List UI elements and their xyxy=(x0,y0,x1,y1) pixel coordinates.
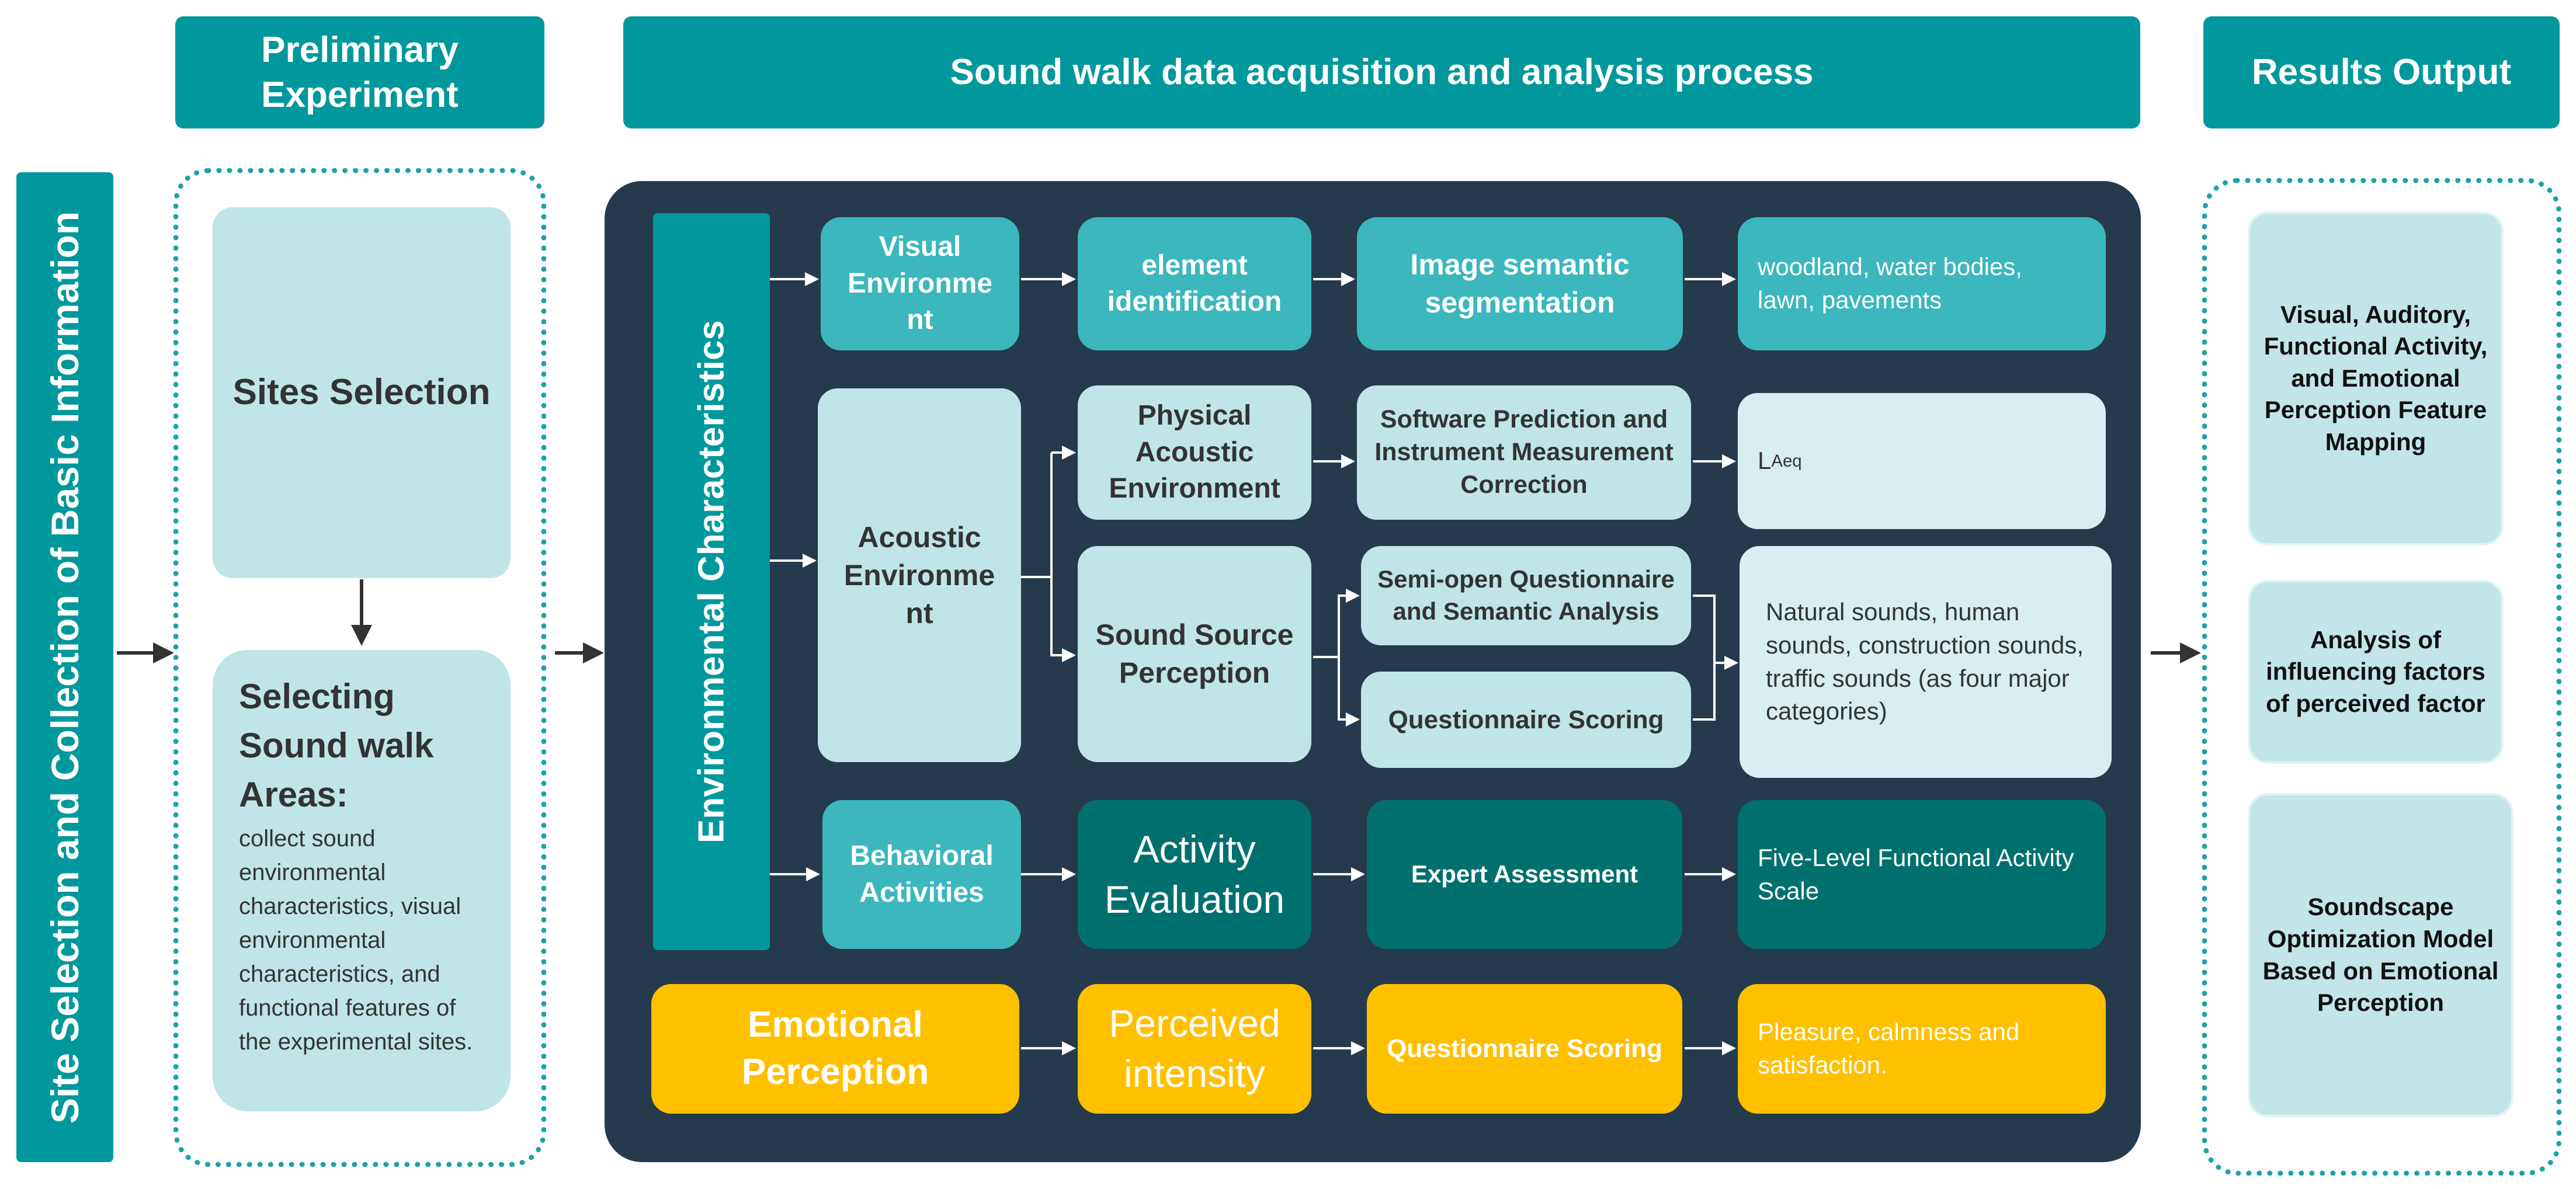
element-identification-box: element identification xyxy=(1078,217,1311,350)
selecting-body: collect sound environmental characterist… xyxy=(239,826,473,1055)
left-bar-label: Site Selection and Collection of Basic I… xyxy=(43,211,86,1124)
emotion-questionnaire-scoring-box: Questionnaire Scoring xyxy=(1367,984,1682,1114)
sound-categories-result-box: Natural sounds, human sounds, constructi… xyxy=(1740,546,2112,778)
acoustic-environment-box: Acoustic Environme nt xyxy=(818,388,1021,762)
perceived-intensity-box: Perceived intensity xyxy=(1078,984,1311,1114)
selecting-title: Selecting Sound walk Areas: xyxy=(239,677,434,814)
sites-selection-box: Sites Selection xyxy=(213,207,511,578)
header-results-output: Results Output xyxy=(2203,16,2560,128)
feature-mapping-box: Visual, Auditory, Functional Activity, a… xyxy=(2248,211,2504,545)
expert-assessment-box: Expert Assessment xyxy=(1367,800,1682,949)
sound-source-perception-box: Sound Source Perception xyxy=(1078,546,1311,762)
left-bar-site-selection: Site Selection and Collection of Basic I… xyxy=(16,172,113,1162)
questionnaire-scoring-box: Questionnaire Scoring xyxy=(1361,672,1691,768)
behavioral-activities-box: Behavioral Activities xyxy=(822,800,1021,949)
environmental-characteristics-bar: Environmental Characteristics xyxy=(653,213,770,950)
preliminary-panel xyxy=(173,168,546,1167)
visual-environment-box: Visual Environme nt xyxy=(821,217,1019,350)
pleasure-result-box: Pleasure, calmness and satisfaction. xyxy=(1738,984,2106,1114)
emotional-perception-box: Emotional Perception xyxy=(651,984,1019,1114)
optimization-model-box: Soundscape Optimization Model Based on E… xyxy=(2248,793,2513,1117)
five-level-scale-box: Five-Level Functional Activity Scale xyxy=(1738,800,2106,949)
laeq-subscript: Aeq xyxy=(1771,451,1802,471)
env-bar-label: Environmental Characteristics xyxy=(691,320,732,843)
influencing-factors-box: Analysis of influencing factors of perce… xyxy=(2248,580,2504,764)
activity-evaluation-box: Activity Evaluation xyxy=(1078,800,1311,949)
image-segmentation-box: Image semantic segmentation xyxy=(1357,217,1683,350)
software-prediction-box: Software Prediction and Instrument Measu… xyxy=(1357,385,1691,520)
results-panel xyxy=(2202,178,2561,1176)
header-preliminary-experiment: Preliminary Experiment xyxy=(175,16,544,128)
header-process: Sound walk data acquisition and analysis… xyxy=(623,16,2140,128)
laeq-symbol: L xyxy=(1758,447,1772,475)
physical-acoustic-box: Physical Acoustic Environment xyxy=(1078,385,1311,520)
selecting-soundwalk-box: Selecting Sound walk Areas: collect soun… xyxy=(213,650,511,1111)
semi-open-questionnaire-box: Semi-open Questionnaire and Semantic Ana… xyxy=(1361,546,1691,645)
visual-result-box: woodland, water bodies, lawn, pavements xyxy=(1738,217,2106,350)
